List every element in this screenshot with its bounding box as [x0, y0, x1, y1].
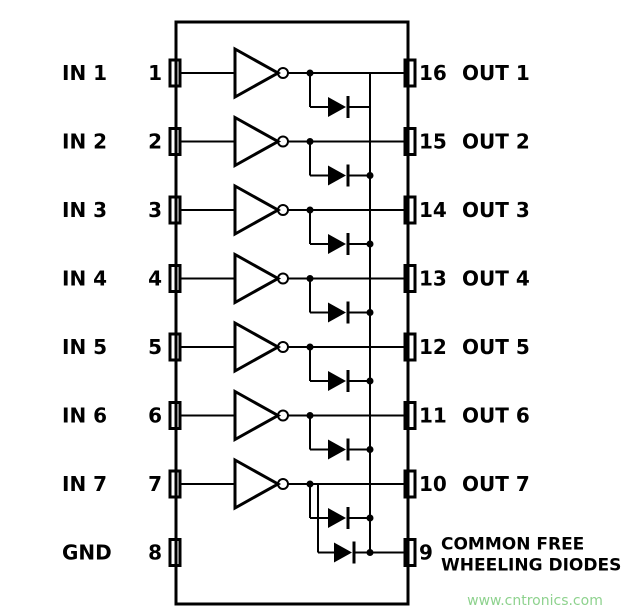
- output-label-4: OUT 4: [462, 267, 530, 291]
- pin-number: 14: [419, 198, 447, 222]
- pin-number: 9: [419, 541, 433, 565]
- output-label-1: OUT 1: [462, 61, 530, 85]
- output-label-2: OUT 2: [462, 130, 530, 154]
- channel-5: [168, 320, 417, 392]
- pin-number: 4: [148, 267, 162, 291]
- channel-6: [168, 388, 417, 461]
- inverter-gate: [233, 251, 282, 306]
- input-label-7: IN 7: [62, 472, 107, 496]
- inverter-gate: [233, 388, 282, 443]
- pin-number: 1: [148, 61, 162, 85]
- pin-number: 2: [148, 130, 162, 154]
- inverter-gate: [233, 183, 282, 237]
- diode-icon: [328, 439, 346, 460]
- pin-number: 7: [148, 472, 162, 496]
- output-pin-tab: [403, 127, 417, 156]
- inverter-gate: [233, 46, 282, 100]
- inverter-gate: [233, 457, 282, 511]
- diode-icon: [328, 302, 346, 323]
- input-label-4: IN 4: [62, 267, 107, 291]
- input-label-5: IN 5: [62, 335, 107, 359]
- pin-number: 5: [148, 335, 162, 359]
- inverter-gate: [233, 320, 282, 374]
- diode-icon: [334, 542, 352, 563]
- gnd-pin-tab: [168, 538, 182, 567]
- gnd-label: GND: [62, 541, 112, 565]
- watermark-text: www.cntronics.com: [467, 593, 603, 609]
- common-pin-tab: [403, 538, 417, 567]
- pin-number: 12: [419, 335, 447, 359]
- common-diode: [168, 484, 417, 567]
- channel-rows: [168, 46, 417, 567]
- channel-2: [168, 114, 417, 187]
- pin-number: 13: [419, 267, 447, 291]
- pin-number: 8: [148, 541, 162, 565]
- output-pin-tab: [403, 332, 417, 362]
- channel-1: [168, 46, 417, 118]
- pin-number: 15: [419, 130, 447, 154]
- pin-number: 3: [148, 198, 162, 222]
- channel-3: [168, 183, 417, 255]
- pin-number: 16: [419, 61, 447, 85]
- output-pin-tab: [403, 195, 417, 225]
- diode-icon: [328, 165, 346, 186]
- input-label-3: IN 3: [62, 198, 107, 222]
- ic-package-body: [174, 20, 410, 606]
- input-label-2: IN 2: [62, 130, 107, 154]
- output-label-5: OUT 5: [462, 335, 530, 359]
- input-label-6: IN 6: [62, 404, 107, 428]
- input-label-1: IN 1: [62, 61, 107, 85]
- diode-icon: [328, 234, 346, 254]
- common-label-line1: COMMON FREE: [441, 535, 584, 555]
- output-label-7: OUT 7: [462, 472, 530, 496]
- pin-number: 6: [148, 404, 162, 428]
- output-pin-tab: [403, 58, 417, 88]
- diode-icon: [328, 508, 346, 528]
- channel-7: [168, 457, 417, 529]
- output-pin-tab: [403, 264, 417, 293]
- common-label-line2: WHEELING DIODES: [441, 556, 621, 576]
- diode-icon: [328, 371, 346, 391]
- inverter-gate: [233, 114, 282, 169]
- diode-icon: [328, 97, 346, 117]
- pin-number: 11: [419, 404, 447, 428]
- output-label-3: OUT 3: [462, 198, 530, 222]
- output-pin-tab: [403, 401, 417, 430]
- pin-number: 10: [419, 472, 447, 496]
- output-label-6: OUT 6: [462, 404, 530, 428]
- channel-4: [168, 251, 417, 324]
- output-pin-tab: [403, 469, 417, 499]
